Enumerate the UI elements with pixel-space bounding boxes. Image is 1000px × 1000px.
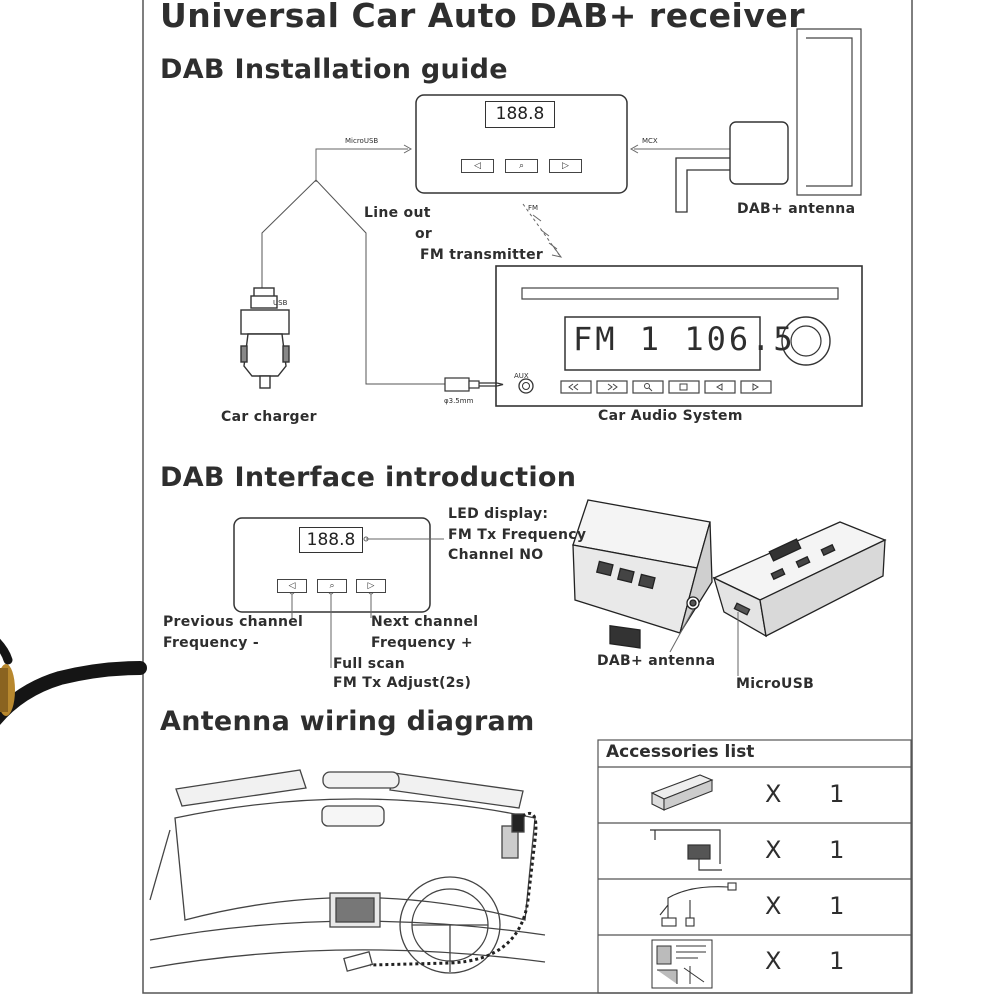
next-channel-label: Next channel [371, 614, 479, 630]
section-install-title: DAB Installation guide [160, 54, 508, 85]
interface-prev-button[interactable]: ◁ [277, 579, 307, 593]
full-scan-label: Full scan [333, 656, 406, 672]
scan-button[interactable]: ⌕ [505, 159, 538, 173]
frequency-plus-label: Frequency + [371, 635, 473, 651]
car-interior-drawing [149, 769, 546, 974]
receiver-3d-front [572, 499, 713, 649]
page-frame [142, 0, 913, 994]
fm-tx-frequency-label: FM Tx Frequency [448, 527, 587, 543]
antenna-cable-photo [0, 638, 147, 725]
previous-channel-label: Previous channel [163, 614, 304, 630]
fm-tx-adjust-label: FM Tx Adjust(2s) [333, 675, 472, 691]
or-label: or [415, 226, 433, 242]
interface-microusb-label: MicroUSB [736, 676, 815, 692]
page-title: Universal Car Auto DAB+ receiver [160, 0, 805, 35]
car-charger-label: Car charger [221, 409, 317, 425]
receiver-display: 188.8 [485, 101, 555, 128]
interface-receiver-outline [233, 517, 431, 613]
receiver-3d-back [712, 521, 887, 638]
cd-slot [521, 287, 839, 300]
fm-tag: FM [528, 204, 539, 212]
accessories-table [597, 739, 912, 994]
antenna-glass-mount [796, 28, 862, 196]
antenna-cable-route [369, 811, 538, 967]
accessories-title: Accessories list [606, 742, 755, 762]
dab-antenna-icon [650, 829, 722, 871]
car-charger-drawing [240, 287, 290, 389]
radio-display-frame [564, 316, 761, 371]
car-audio-label: Car Audio System [598, 408, 743, 424]
jack-tag: φ3.5mm [444, 397, 474, 405]
channel-no-label: Channel NO [448, 547, 544, 563]
interface-scan-button[interactable]: ⌕ [317, 579, 347, 593]
aux-jack-drawing [444, 377, 504, 392]
interface-next-button[interactable]: ▷ [356, 579, 386, 593]
interface-dab-antenna-label: DAB+ antenna [597, 653, 716, 669]
accessory-qty: X 1 [765, 892, 865, 920]
volume-knob [781, 316, 831, 366]
next-button[interactable]: ▷ [549, 159, 582, 173]
lineout-label: Line out [364, 205, 431, 221]
interface-display: 188.8 [299, 527, 363, 553]
section-antenna-title: Antenna wiring diagram [160, 706, 535, 737]
accessory-qty: X 1 [765, 780, 865, 808]
fm-transmitter-label: FM transmitter [420, 247, 544, 263]
car-radio-outline [495, 265, 863, 407]
prev-button[interactable]: ◁ [461, 159, 494, 173]
accessory-qty: X 1 [765, 947, 865, 975]
radio-display: FM 1 106.5 [573, 320, 796, 358]
frequency-minus-label: Frequency - [163, 635, 259, 651]
receiver-unit-icon [650, 774, 714, 811]
section-interface-title: DAB Interface introduction [160, 462, 577, 493]
dab-antenna-label: DAB+ antenna [737, 201, 856, 217]
aux-tag: AUX [514, 372, 529, 380]
radio-buttons [560, 380, 772, 394]
manual-sheet-icon [651, 939, 713, 989]
dab-receiver-outline [415, 94, 628, 194]
usb-cable-icon [659, 882, 737, 927]
led-display-label: LED display: [448, 506, 549, 522]
microusb-tag: MicroUSB [345, 137, 379, 145]
accessory-qty: X 1 [765, 836, 865, 864]
mcx-tag: MCX [642, 137, 658, 145]
usb-tag: USB [273, 299, 288, 307]
